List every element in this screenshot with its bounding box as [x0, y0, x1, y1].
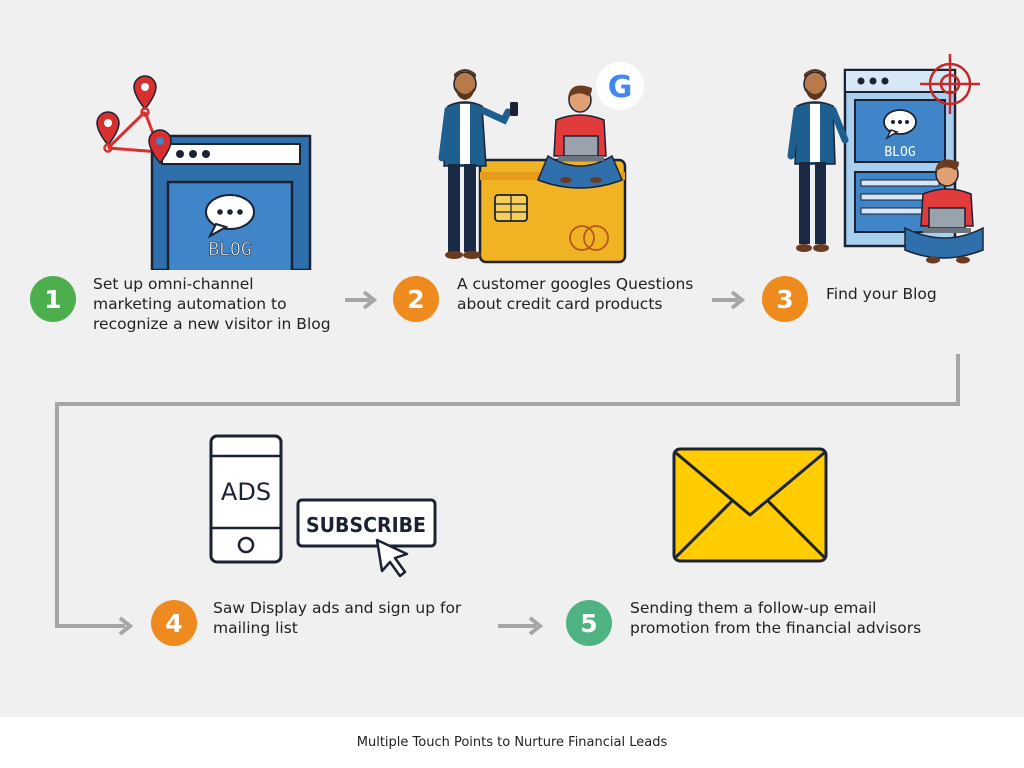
- arrow-3-to-4: [55, 354, 960, 636]
- step-2-badge: 2: [393, 276, 439, 322]
- person-laptop: [904, 159, 984, 264]
- blog-small-label: BLOG: [884, 145, 915, 160]
- step-5-badge: 5: [566, 600, 612, 646]
- arrow-2-to-3: [712, 290, 746, 310]
- person-standing: [438, 69, 518, 259]
- illustration-credit-card: G: [438, 62, 644, 264]
- step-4-text: Saw Display ads and sign up for mailing …: [213, 599, 462, 637]
- crosshair-icon: [920, 54, 980, 114]
- chat-bubble-icon: [883, 109, 917, 140]
- subscribe-label: SUBSCRIBE: [306, 513, 426, 537]
- step-3-badge: 3: [762, 276, 808, 322]
- ads-label: ADS: [221, 478, 271, 506]
- chat-bubble-icon: [205, 194, 255, 239]
- illustration-ads-subscribe: ADS SUBSCRIBE: [209, 434, 437, 578]
- step-5-text: Sending them a follow-up email promotion…: [630, 599, 922, 637]
- person-standing: [787, 69, 849, 252]
- location-pin-icon: [148, 129, 172, 165]
- step-2-text: A customer googles Questions about credi…: [457, 275, 694, 313]
- cursor-icon: [375, 538, 409, 578]
- step-1-badge: 1: [30, 276, 76, 322]
- blog-label: BLOG: [208, 239, 251, 260]
- diagram-caption: Multiple Touch Points to Nurture Financi…: [356, 735, 668, 750]
- step-4-badge: 4: [151, 600, 197, 646]
- caption-bar: Multiple Touch Points to Nurture Financi…: [0, 717, 1024, 768]
- envelope-icon: [672, 447, 828, 563]
- illustration-blog-pins: BLOG: [96, 75, 312, 270]
- illustration-find-blog: BLOG: [787, 54, 984, 264]
- step-3-text: Find your Blog: [826, 285, 937, 303]
- diagram-canvas: BLOG: [0, 0, 1024, 717]
- arrow-1-to-2: [345, 290, 378, 310]
- step-1-text: Set up omni-channel marketing automation…: [93, 275, 331, 333]
- person-laptop: [537, 85, 623, 189]
- flow-connectors: [55, 290, 960, 636]
- google-icon: G: [596, 62, 644, 110]
- location-pin-icon: [96, 111, 120, 153]
- location-pin-icon: [133, 75, 157, 117]
- arrow-4-to-5: [498, 616, 544, 636]
- svg-text:G: G: [608, 70, 633, 105]
